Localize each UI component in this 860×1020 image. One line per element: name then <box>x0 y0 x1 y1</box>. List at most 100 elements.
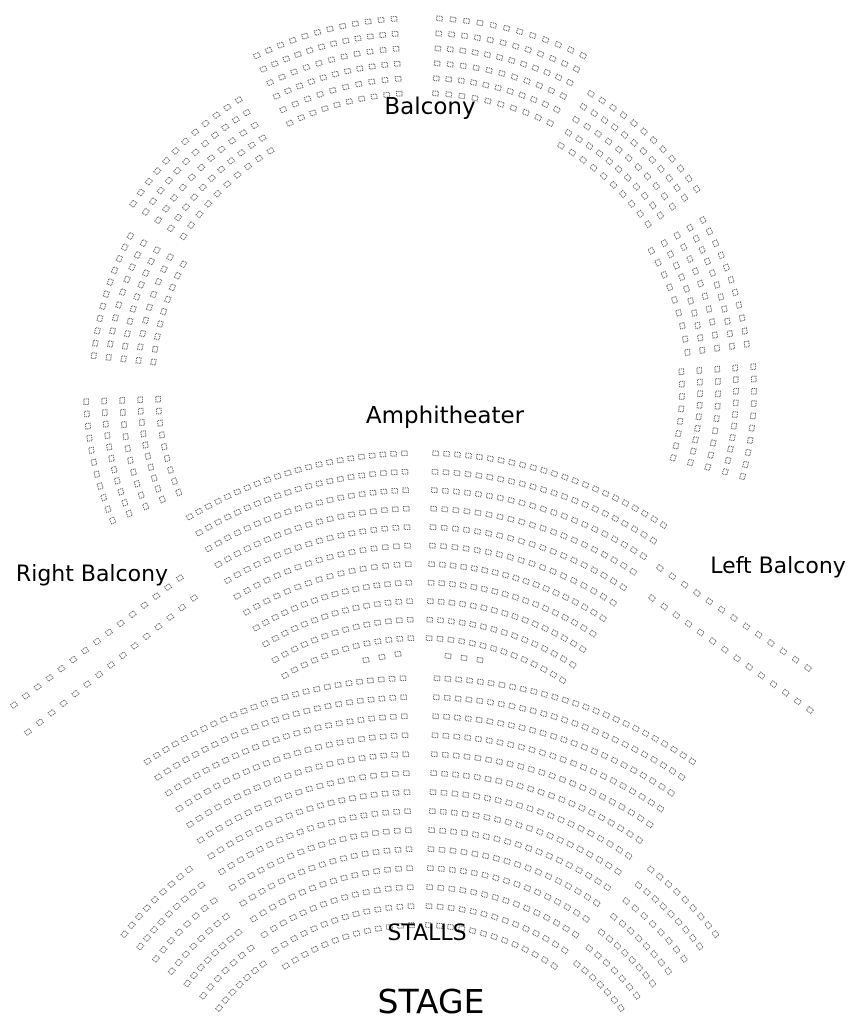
balcony-mid-left-seat[interactable] <box>160 265 168 274</box>
amphitheater-right-seat[interactable] <box>539 665 549 674</box>
stalls-center-left-seat[interactable] <box>286 852 295 860</box>
amphitheater-left-seat[interactable] <box>370 526 378 534</box>
stalls-side-right-seat[interactable] <box>618 919 627 928</box>
balcony-low-left-seat[interactable] <box>142 441 149 449</box>
stalls-center-right-seat[interactable] <box>443 694 451 701</box>
amphitheater-left-seat[interactable] <box>304 540 313 548</box>
left-balcony-seat[interactable] <box>732 654 742 663</box>
stalls-center-right-seat[interactable] <box>526 805 534 813</box>
amphitheater-right-seat[interactable] <box>549 508 558 517</box>
stalls-center-left-seat[interactable] <box>292 710 301 718</box>
amphitheater-left-seat[interactable] <box>383 581 392 588</box>
amphitheater-left-seat[interactable] <box>242 586 252 595</box>
stalls-center-left-seat[interactable] <box>152 751 162 760</box>
stalls-center-right-seat[interactable] <box>660 739 669 748</box>
stalls-center-left-seat[interactable] <box>368 734 376 741</box>
balcony-top-right-seat[interactable] <box>473 34 482 41</box>
stalls-center-right-seat[interactable] <box>645 820 655 829</box>
stalls-center-left-seat[interactable] <box>405 846 413 853</box>
stalls-center-right-seat[interactable] <box>566 840 575 849</box>
balcony-upper-right-seat[interactable] <box>585 141 594 151</box>
balcony-upper-left-seat[interactable] <box>233 170 242 180</box>
amphitheater-right-seat[interactable] <box>491 569 499 576</box>
balcony-top-left-seat[interactable] <box>366 33 374 40</box>
stalls-side-left-seat[interactable] <box>229 958 238 968</box>
balcony-upper-right-seat[interactable] <box>586 89 596 98</box>
stalls-center-left-seat[interactable] <box>285 832 294 840</box>
stalls-center-right-seat[interactable] <box>427 846 435 853</box>
balcony-mid-right-seat[interactable] <box>705 305 713 313</box>
amphitheater-left-seat[interactable] <box>310 596 319 605</box>
stalls-center-left-seat[interactable] <box>323 683 332 691</box>
amphitheater-right-seat[interactable] <box>452 507 460 514</box>
balcony-top-right-seat[interactable] <box>445 91 453 98</box>
stalls-center-right-seat[interactable] <box>549 961 559 971</box>
stalls-center-right-seat[interactable] <box>528 746 536 754</box>
stalls-center-right-seat[interactable] <box>487 680 495 687</box>
amphitheater-left-seat[interactable] <box>394 580 402 587</box>
stalls-side-left-seat[interactable] <box>158 887 168 897</box>
stalls-center-right-seat[interactable] <box>493 835 501 843</box>
balcony-top-left-seat[interactable] <box>276 41 285 49</box>
balcony-mid-left-seat[interactable] <box>164 295 172 304</box>
stalls-center-right-seat[interactable] <box>604 861 614 870</box>
amphitheater-left-seat[interactable] <box>315 480 324 487</box>
amphitheater-right-seat[interactable] <box>464 452 473 459</box>
stalls-center-right-seat[interactable] <box>548 752 557 760</box>
stalls-center-left-seat[interactable] <box>388 675 396 682</box>
stalls-center-right-seat[interactable] <box>581 703 590 711</box>
amphitheater-left-seat[interactable] <box>223 533 232 542</box>
amphitheater-left-seat[interactable] <box>261 639 271 648</box>
stalls-side-right-seat[interactable] <box>609 912 619 921</box>
stalls-center-left-seat[interactable] <box>370 791 378 798</box>
stalls-center-left-seat[interactable] <box>370 772 378 779</box>
amphitheater-left-seat[interactable] <box>401 468 409 475</box>
balcony-upper-right-seat[interactable] <box>648 201 657 210</box>
amphitheater-left-seat[interactable] <box>352 642 361 650</box>
balcony-top-right-seat[interactable] <box>511 42 520 50</box>
stalls-side-right-seat[interactable] <box>634 963 644 972</box>
balcony-top-left-seat[interactable] <box>381 61 389 68</box>
balcony-top-left-seat[interactable] <box>316 90 325 99</box>
balcony-upper-left-seat[interactable] <box>173 166 182 176</box>
balcony-low-left-seat[interactable] <box>144 452 152 461</box>
stalls-center-left-seat[interactable] <box>226 861 236 870</box>
stalls-center-left-seat[interactable] <box>209 719 219 728</box>
amphitheater-right-seat[interactable] <box>521 596 530 605</box>
amphitheater-right-seat[interactable] <box>532 580 541 589</box>
stalls-center-left-seat[interactable] <box>305 785 314 793</box>
stalls-center-right-seat[interactable] <box>444 675 452 682</box>
stalls-center-left-seat[interactable] <box>357 735 366 743</box>
stalls-center-left-seat[interactable] <box>383 847 391 854</box>
amphitheater-right-seat[interactable] <box>530 660 539 669</box>
balcony-low-right-seat[interactable] <box>715 390 721 398</box>
stalls-side-left-seat[interactable] <box>218 941 227 951</box>
stalls-center-left-seat[interactable] <box>260 930 269 939</box>
stalls-center-left-seat[interactable] <box>224 818 233 827</box>
stalls-center-right-seat[interactable] <box>619 761 629 770</box>
balcony-mid-right-seat[interactable] <box>726 330 734 338</box>
stalls-center-right-seat[interactable] <box>554 877 563 885</box>
stalls-center-right-seat[interactable] <box>511 940 520 949</box>
stalls-center-left-seat[interactable] <box>267 882 276 890</box>
balcony-top-left-seat[interactable] <box>272 92 281 100</box>
amphitheater-right-seat[interactable] <box>528 559 536 568</box>
left-balcony-seat[interactable] <box>668 572 677 581</box>
stalls-side-left-seat[interactable] <box>166 936 176 946</box>
stalls-center-right-seat[interactable] <box>448 866 456 873</box>
stalls-center-right-seat[interactable] <box>647 798 656 807</box>
amphitheater-right-seat[interactable] <box>518 461 527 469</box>
balcony-top-left-seat[interactable] <box>353 50 361 58</box>
amphitheater-left-seat[interactable] <box>233 570 242 579</box>
stalls-center-right-seat[interactable] <box>592 898 601 908</box>
stalls-center-right-seat[interactable] <box>480 910 488 918</box>
right-balcony-seat[interactable] <box>175 573 185 583</box>
stalls-center-right-seat[interactable] <box>508 683 517 691</box>
amphitheater-right-seat[interactable] <box>529 483 537 491</box>
stalls-center-right-seat[interactable] <box>448 885 456 892</box>
balcony-mid-left-seat[interactable] <box>128 263 136 272</box>
balcony-upper-right-seat[interactable] <box>651 181 661 191</box>
amphitheater-right-seat[interactable] <box>454 451 461 458</box>
amphitheater-right-seat[interactable] <box>621 499 630 507</box>
stalls-center-right-seat[interactable] <box>567 820 576 828</box>
